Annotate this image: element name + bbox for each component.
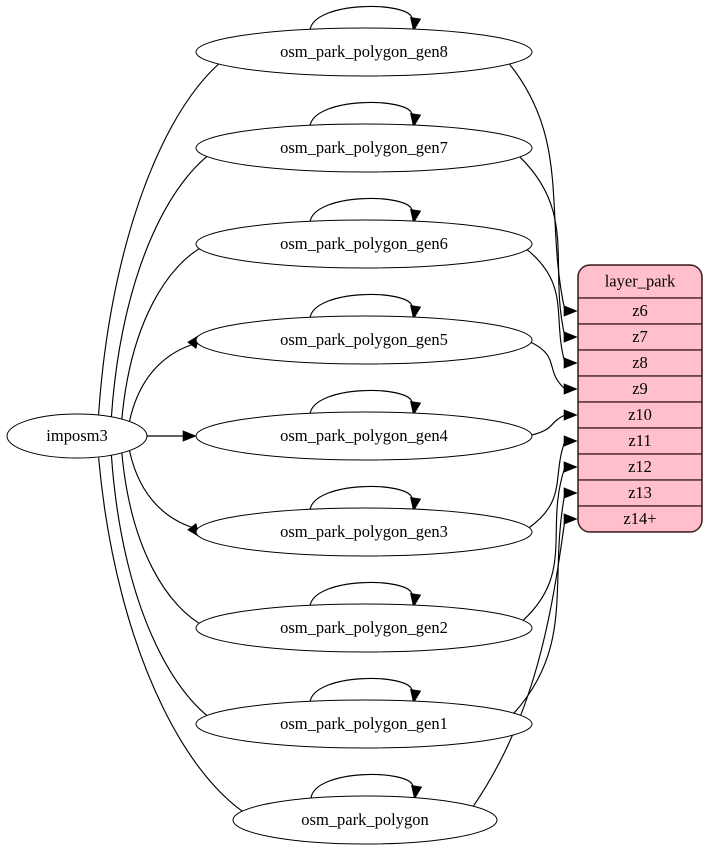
arrowhead-gen4-to-z10: [563, 409, 578, 421]
edge-imposm3-to-gen8: [98, 44, 249, 415]
self-loop-gen3: [309, 485, 413, 511]
self-loop-gen8: [309, 5, 413, 31]
table-row-cell-z11[interactable]: [578, 427, 702, 455]
node-gen4[interactable]: osm_park_polygon_gen4: [195, 411, 533, 461]
table-row-cell-z6[interactable]: [578, 297, 702, 325]
edge-gen8-to-z6: [508, 63, 566, 312]
arrowhead-gen1-to-z13: [563, 487, 578, 499]
node-gen5[interactable]: osm_park_polygon_gen5: [195, 315, 533, 365]
self-loop-gen2: [309, 581, 413, 607]
self-loop-gen6: [309, 197, 413, 223]
node-gen8[interactable]: osm_park_polygon_gen8: [195, 27, 533, 77]
node-ellipse-gen4[interactable]: [195, 411, 533, 461]
node-ellipse-gen2[interactable]: [195, 603, 533, 653]
table-row-cell-z12[interactable]: [578, 453, 702, 481]
table-outline: [577, 264, 703, 533]
edge-imposm3-to-gen5: [127, 343, 193, 429]
table-row-cell-z13[interactable]: [578, 479, 702, 507]
table-row-cell-z9[interactable]: [578, 375, 702, 403]
nodes-layer: osm_park_polygon_gen8 osm_park_polygon_ge…: [6, 27, 533, 845]
edge-gen7-to-z7: [519, 156, 566, 338]
arrowhead-self-loop-gen1: [410, 688, 422, 704]
node-gen1[interactable]: osm_park_polygon_gen1: [195, 699, 533, 749]
node-gen3[interactable]: osm_park_polygon_gen3: [195, 507, 533, 557]
node-gen6[interactable]: osm_park_polygon_gen6: [195, 219, 533, 269]
arrowhead-imposm3-to-gen4: [182, 430, 197, 442]
table-header-cell: [578, 265, 702, 299]
arrowhead-gen5-to-z9: [563, 383, 578, 395]
node-gen2[interactable]: osm_park_polygon_gen2: [195, 603, 533, 653]
node-ellipse-gen3[interactable]: [195, 507, 533, 557]
self-loop-gen5: [309, 293, 413, 319]
edge-gen6-to-z8: [526, 249, 566, 364]
node-ellipse-gen8[interactable]: [195, 27, 533, 77]
arrowhead-self-loop-gen7: [410, 112, 422, 128]
arrowhead-gen7-to-z7: [563, 331, 578, 343]
self-loop-base: [310, 773, 414, 799]
arrowhead-gen8-to-z6: [563, 305, 578, 317]
arrowhead-self-loop-gen4: [410, 400, 422, 416]
arrowhead-self-loop-gen6: [410, 208, 422, 224]
node-ellipse-base[interactable]: [232, 795, 498, 845]
node-ellipse-gen7[interactable]: [195, 123, 533, 173]
edge-base-to-z14+: [472, 518, 566, 807]
edge-imposm3-to-base: [98, 457, 273, 828]
edge-gen4-to-z10: [531, 414, 566, 436]
edge-imposm3-to-gen3: [127, 443, 193, 529]
arrowhead-gen2-to-z12: [563, 461, 578, 473]
node-gen7[interactable]: osm_park_polygon_gen7: [195, 123, 533, 173]
node-ellipse-imposm3[interactable]: [6, 413, 148, 459]
edge-imposm3-to-gen7: [110, 144, 225, 418]
edge-imposm3-to-gen2: [120, 449, 207, 628]
self-loop-gen7: [309, 101, 413, 127]
edge-gen1-to-z13: [513, 492, 566, 714]
self-loop-gen4: [309, 389, 413, 415]
table-row-cell-z14+[interactable]: [578, 505, 702, 532]
table-row-cell-z10[interactable]: [578, 401, 702, 429]
node-ellipse-gen6[interactable]: [195, 219, 533, 269]
arrowhead-gen6-to-z8: [563, 357, 578, 369]
node-ellipse-gen5[interactable]: [195, 315, 533, 365]
arrowhead-self-loop-gen8: [410, 16, 422, 32]
node-base[interactable]: osm_park_polygon: [232, 795, 498, 845]
arrowhead-gen3-to-z11: [563, 435, 578, 447]
edge-imposm3-to-gen6: [120, 244, 207, 423]
arrowhead-self-loop-gen2: [410, 592, 422, 608]
edge-gen3-to-z11: [528, 440, 566, 529]
edge-gen2-to-z12: [522, 466, 566, 621]
arrowhead-self-loop-base: [411, 784, 423, 800]
edge-imposm3-to-gen1: [110, 454, 225, 728]
arrowhead-self-loop-gen5: [410, 304, 422, 320]
node-imposm3[interactable]: imposm3: [6, 413, 148, 459]
arrowhead-base-to-z14+: [563, 513, 578, 525]
table-row-cell-z7[interactable]: [578, 323, 702, 351]
edge-gen5-to-z9: [530, 341, 566, 390]
node-ellipse-gen1[interactable]: [195, 699, 533, 749]
self-loop-gen1: [309, 677, 413, 703]
table-row-cell-z8[interactable]: [578, 349, 702, 377]
arrowhead-self-loop-gen3: [410, 496, 422, 512]
